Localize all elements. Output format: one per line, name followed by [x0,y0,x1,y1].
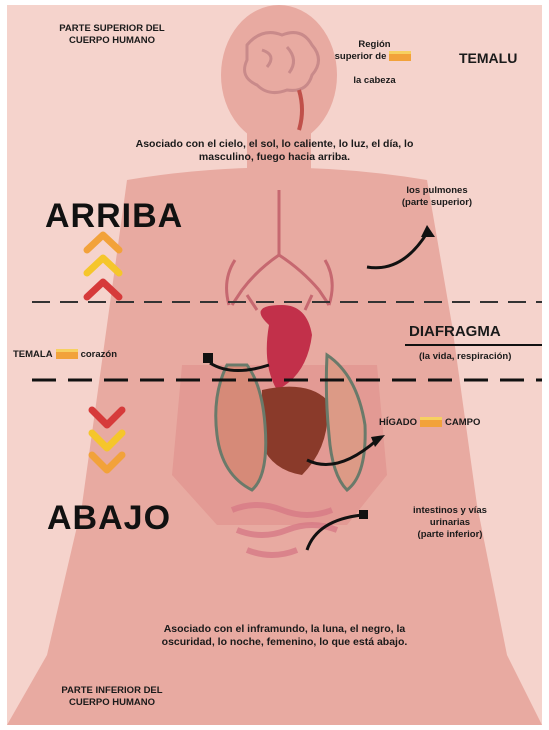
head-tag: TEMALU [459,50,517,68]
left-mid-prefix: TEMALA [13,349,53,360]
lungs-note: los pulmones (parte superior) [387,185,487,209]
below-note: Asociado con el inframundo, la luna, el … [62,623,507,649]
left-mid-suffix: corazón [81,349,117,360]
upper-body-label: PARTE SUPERIOR DEL CUERPO HUMANO [27,23,197,47]
highlight-swatch-2 [56,349,78,359]
head-note-prefix: Región superior de [335,39,391,62]
head-note: Región superior de la cabeza [322,27,427,86]
right-mid-label: HÍGADO CAMPO [379,405,542,429]
diafragma-sub: (la vida, respiración) [419,351,511,363]
above-note: Asociado con el cielo, el sol, lo calien… [42,138,507,164]
abdomen-note: intestinos y vías urinarias (parte infer… [375,505,525,541]
lower-body-label: PARTE INFERIOR DEL CUERPO HUMANO [27,685,197,709]
poster: PARTE SUPERIOR DEL CUERPO HUMANO Región … [7,5,542,725]
anatomy-illustration [7,5,542,725]
right-mid-prefix: HÍGADO [379,417,417,428]
right-mid-suffix: CAMPO [445,417,480,428]
left-mid-label: TEMALA corazón [13,337,213,361]
highlight-swatch-3 [420,417,442,427]
arriba-label: ARRIBA [45,195,183,238]
abajo-label: ABAJO [47,497,171,540]
highlight-swatch [389,51,411,61]
head-note-suffix: la cabeza [353,75,395,86]
diafragma-label: DIAFRAGMA [409,323,501,342]
